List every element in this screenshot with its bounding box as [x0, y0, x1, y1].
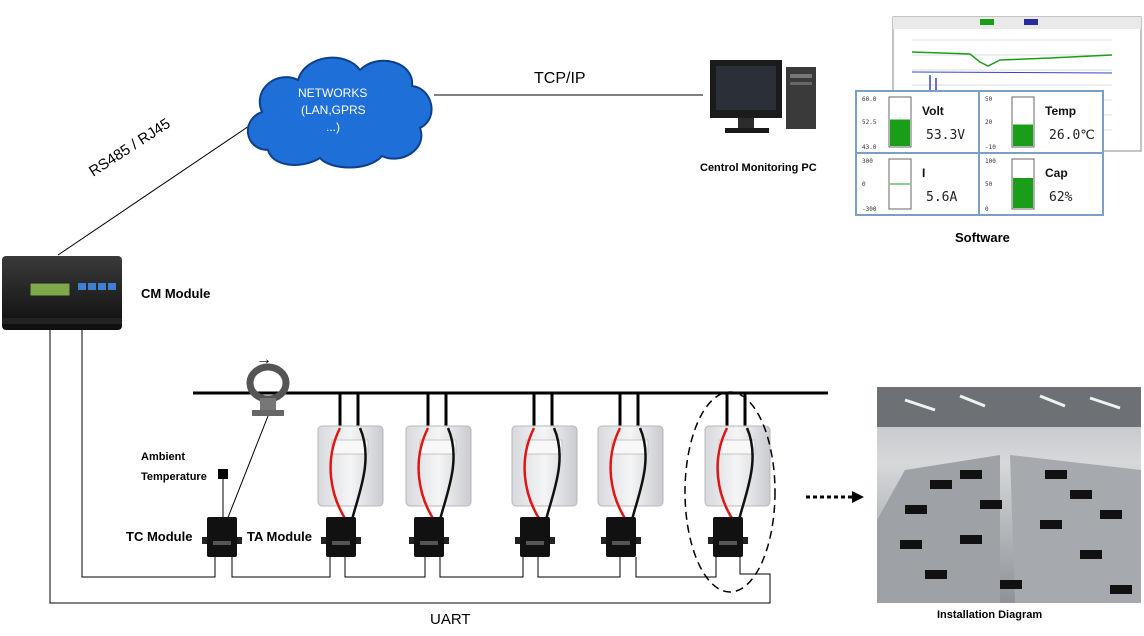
gauge-scale-min: -10 [985, 144, 996, 151]
gauge-value: 26.0℃ [1049, 128, 1095, 143]
cloud-text-line3: ...) [326, 120, 340, 134]
photo-module-box [960, 470, 982, 479]
ambient-label-line2: Temperature [141, 471, 207, 483]
tcpip-label: TCP/IP [534, 70, 586, 87]
rs485-link-line [57, 123, 253, 256]
photo-module-box [1045, 470, 1067, 479]
installation-label: Installation Diagram [937, 609, 1043, 621]
cm-module-label: CM Module [141, 286, 211, 301]
gauge-value: 62% [1049, 190, 1073, 205]
tc-module-device [202, 517, 242, 557]
uart-label: UART [430, 611, 471, 628]
gauge-scale-mid: 0 [862, 181, 866, 188]
network-cloud [246, 56, 433, 169]
photo-module-box [905, 505, 927, 514]
gauge-name: Temp [1045, 104, 1076, 118]
photo-module-box [1040, 520, 1062, 529]
current-direction-arrow: → [256, 351, 272, 368]
gauge-panel-volt: 60.0 52.5 43.0 Volt 53.3V [862, 96, 965, 151]
dotted-arrow-head [852, 491, 864, 503]
gauge-scale-max: 300 [862, 158, 873, 165]
tc-module-label: TC Module [126, 529, 193, 544]
gauge-fill [1013, 124, 1033, 146]
battery-cell [511, 393, 578, 521]
software-dashboard: 60.0 52.5 43.0 Volt 53.3V 50 20 -10 Temp 26.0℃ 300… [855, 90, 1104, 216]
photo-module-box [1100, 510, 1122, 519]
uart-chain-line [537, 557, 621, 578]
photo-module-box [1070, 490, 1092, 499]
gauge-name: Cap [1045, 166, 1068, 180]
uart-chain-line [231, 557, 331, 578]
gauge-panel-temp: 50 20 -10 Temp 26.0℃ [985, 96, 1095, 151]
ambient-sensor [218, 469, 228, 479]
installation-photo [877, 387, 1141, 603]
gauge-fill [890, 119, 910, 146]
gauge-fill [1013, 178, 1033, 208]
pc-computer [710, 60, 816, 133]
gauge-scale-max: 100 [985, 158, 996, 165]
ta-module-device [321, 517, 361, 557]
battery-cell [704, 393, 771, 521]
gauge-scale-min: -300 [862, 206, 877, 213]
ta-module-label: TA Module [247, 529, 312, 544]
gauge-scale-min: 43.0 [862, 144, 877, 151]
ta-module-device [708, 517, 748, 557]
pc-label: Centrol Monitoring PC [700, 162, 817, 174]
photo-module-box [900, 540, 922, 549]
battery-cell [317, 393, 384, 521]
uart-chain-line [439, 557, 524, 578]
cloud-text-line1: NETWORKS [298, 86, 368, 100]
highlight-ellipse [684, 391, 776, 593]
gauge-scale-max: 60.0 [862, 96, 877, 103]
gauge-panel-cap: 100 50 0 Cap 62% [985, 158, 1073, 213]
photo-module-box [930, 480, 952, 489]
software-label: Software [955, 230, 1010, 245]
gauge-scale-mid: 50 [985, 181, 993, 188]
photo-module-box [1000, 580, 1022, 589]
battery-cell [597, 393, 664, 521]
current-sensor [246, 363, 290, 416]
gauge-value: 5.6A [926, 190, 957, 205]
uart-chain-line [635, 557, 717, 578]
gauge-scale-mid: 20 [985, 119, 993, 126]
ta-module-device [515, 517, 555, 557]
gauge-name: Volt [922, 104, 944, 118]
ambient-label-line1: Ambient [141, 451, 185, 463]
tc-sensor-line [226, 415, 269, 521]
gauge-value: 53.3V [926, 128, 965, 143]
gauge-scale-min: 0 [985, 206, 989, 213]
gauge-scale-mid: 52.5 [862, 119, 877, 126]
cm-bus-line-outer [49, 330, 771, 604]
ta-module-device [601, 517, 641, 557]
photo-module-box [925, 570, 947, 579]
uart-chain-line [344, 557, 426, 578]
photo-module-box [1110, 585, 1132, 594]
photo-module-box [980, 500, 1002, 509]
gauge-scale-max: 50 [985, 96, 993, 103]
cm-bus-line-inner [81, 330, 216, 578]
photo-module-box [960, 535, 982, 544]
ta-module-device [409, 517, 449, 557]
cm-module-device [2, 256, 122, 330]
photo-module-box [1080, 550, 1102, 559]
gauge-panel-i: 300 0 -300 I5.6A [862, 158, 957, 213]
battery-cell [405, 393, 472, 521]
gauge-name: I [922, 166, 925, 180]
cloud-text-line2: (LAN,GPRS [301, 103, 366, 117]
